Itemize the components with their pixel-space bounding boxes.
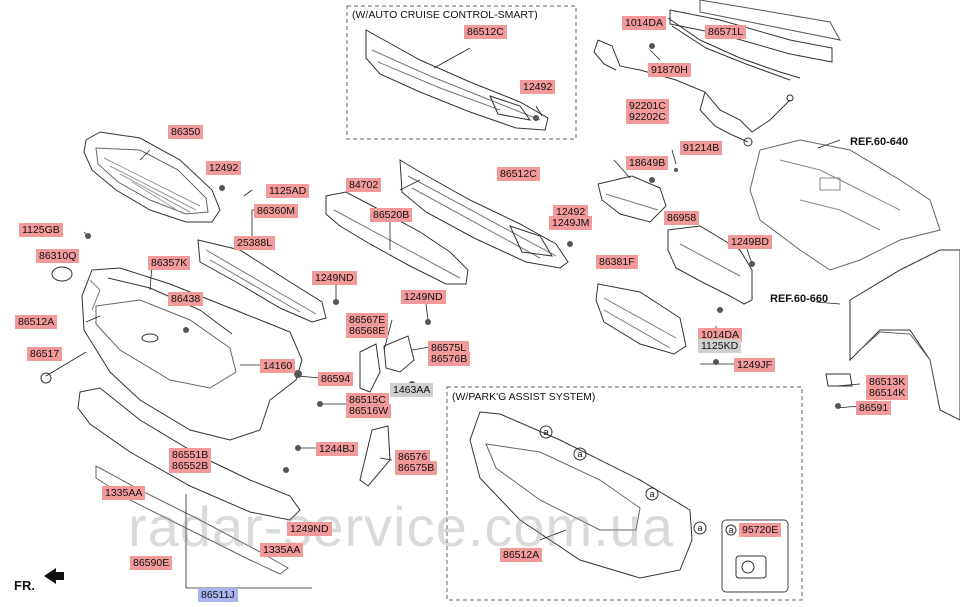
part-86512C-top[interactable]: 86512C bbox=[464, 25, 507, 39]
part-14160[interactable]: 14160 bbox=[260, 359, 296, 373]
callout-markers bbox=[539, 425, 737, 536]
part-86594[interactable]: 86594 bbox=[318, 372, 354, 386]
emblem-drawing bbox=[51, 266, 73, 282]
part-86520B[interactable]: 86520B bbox=[370, 208, 413, 222]
park-assist-bumper-drawing bbox=[469, 411, 693, 579]
part-86511J[interactable]: 86511J bbox=[198, 588, 238, 602]
front-orientation-label: FR. bbox=[14, 578, 35, 593]
part-86551B[interactable]: 86551B bbox=[169, 448, 212, 462]
part-86958[interactable]: 86958 bbox=[664, 211, 700, 225]
wiring-harness-drawing bbox=[593, 39, 794, 147]
marker-a-2: a bbox=[577, 449, 582, 459]
part-1249ND-b[interactable]: 1249ND bbox=[401, 290, 446, 304]
part-1463AA[interactable]: 1463AA bbox=[390, 383, 434, 397]
part-1335AA-a[interactable]: 1335AA bbox=[102, 486, 146, 500]
part-86360M[interactable]: 86360M bbox=[254, 204, 298, 218]
part-86512A-park[interactable]: 86512A bbox=[500, 548, 543, 562]
park-assist-option-box bbox=[446, 386, 803, 601]
radiator-grille-drawing bbox=[83, 131, 221, 223]
park-box-title: (W/PARK'G ASSIST SYSTEM) bbox=[452, 391, 596, 403]
body-frame-drawing bbox=[749, 139, 941, 271]
ref-60-640: REF.60-640 bbox=[850, 136, 909, 148]
part-12492-grille[interactable]: 12492 bbox=[206, 161, 242, 175]
radar-sensor-drawing bbox=[597, 175, 667, 223]
cruise-box-title: (W/AUTO CRUISE CONTROL-SMART) bbox=[352, 9, 538, 21]
part-86514K[interactable]: 86514K bbox=[866, 386, 909, 400]
cap-drawing bbox=[40, 372, 52, 384]
bumper-beam-drawing bbox=[667, 0, 841, 81]
part-91870H[interactable]: 91870H bbox=[648, 63, 691, 77]
part-1125GB[interactable]: 1125GB bbox=[19, 223, 63, 237]
marker-a-5: a bbox=[728, 525, 733, 535]
side-bracket-right-drawing bbox=[383, 335, 415, 373]
fasteners bbox=[85, 43, 841, 473]
marker-a-4: a bbox=[697, 523, 702, 533]
part-84702[interactable]: 84702 bbox=[346, 178, 382, 192]
side-reflector-drawing bbox=[359, 425, 391, 487]
part-86357K[interactable]: 86357K bbox=[148, 256, 191, 270]
part-86516W[interactable]: 86516W bbox=[346, 404, 392, 418]
ref-60-660: REF.60-660 bbox=[770, 293, 829, 305]
part-25388L[interactable]: 25388L bbox=[234, 236, 276, 250]
ultrasonic-sensor-drawing bbox=[735, 555, 767, 579]
part-86568E[interactable]: 86568E bbox=[346, 324, 389, 338]
part-1249JF[interactable]: 1249JF bbox=[734, 358, 776, 372]
part-86575L[interactable]: 86575L bbox=[428, 341, 470, 355]
marker-a-1: a bbox=[543, 427, 548, 437]
part-1125AD[interactable]: 1125AD bbox=[266, 184, 310, 198]
moulding-strip-drawing bbox=[107, 277, 233, 335]
part-86590E[interactable]: 86590E bbox=[130, 556, 173, 570]
watermark: radar-service.com.ua bbox=[128, 495, 674, 558]
part-86552B[interactable]: 86552B bbox=[169, 459, 212, 473]
part-86576B[interactable]: 86576B bbox=[428, 352, 471, 366]
part-86438[interactable]: 86438 bbox=[168, 292, 204, 306]
part-86310Q[interactable]: 86310Q bbox=[36, 249, 80, 263]
part-1014DA-mid[interactable]: 1014DA bbox=[698, 328, 742, 342]
part-86567E[interactable]: 86567E bbox=[346, 313, 389, 327]
part-1125KD[interactable]: 1125KD bbox=[698, 339, 742, 353]
upper-bracket-drawing bbox=[197, 239, 327, 323]
bracket-86513K-drawing bbox=[825, 373, 853, 387]
cruise-lower-grille-drawing bbox=[365, 29, 549, 131]
marker-a-3: a bbox=[649, 489, 654, 499]
part-86571L[interactable]: 86571L bbox=[705, 25, 747, 39]
part-12492-mid[interactable]: 12492 bbox=[553, 205, 589, 219]
part-86381F[interactable]: 86381F bbox=[596, 255, 638, 269]
part-86591[interactable]: 86591 bbox=[856, 401, 892, 415]
fender-drawing bbox=[849, 249, 960, 421]
front-bumper-cover-drawing bbox=[81, 267, 303, 441]
part-92201C[interactable]: 92201C bbox=[626, 99, 669, 113]
part-12492-top[interactable]: 12492 bbox=[520, 80, 556, 94]
part-86576[interactable]: 86576 bbox=[395, 450, 431, 464]
lower-grille-drawing bbox=[399, 159, 569, 269]
part-86512A-left[interactable]: 86512A bbox=[15, 315, 58, 329]
part-86517[interactable]: 86517 bbox=[27, 347, 63, 361]
part-1249BD[interactable]: 1249BD bbox=[728, 235, 772, 249]
part-1249ND-c[interactable]: 1249ND bbox=[287, 522, 332, 536]
cruise-option-box bbox=[346, 5, 577, 140]
part-1335AA-b[interactable]: 1335AA bbox=[260, 543, 304, 557]
part-86350[interactable]: 86350 bbox=[168, 125, 204, 139]
part-92202C[interactable]: 92202C bbox=[626, 110, 669, 124]
part-86513K[interactable]: 86513K bbox=[866, 375, 909, 389]
part-95720E[interactable]: 95720E bbox=[739, 523, 782, 537]
part-1014DA-top[interactable]: 1014DA bbox=[622, 16, 666, 30]
part-1249JM[interactable]: 1249JM bbox=[549, 216, 593, 230]
part-86575B[interactable]: 86575B bbox=[395, 461, 438, 475]
front-arrow-icon bbox=[44, 568, 64, 584]
part-18649B[interactable]: 18649B bbox=[626, 156, 669, 170]
part-91214B[interactable]: 91214B bbox=[680, 141, 723, 155]
part-86515C[interactable]: 86515C bbox=[346, 393, 389, 407]
part-86512C-mid[interactable]: 86512C bbox=[497, 167, 540, 181]
part-1244BJ[interactable]: 1244BJ bbox=[316, 442, 358, 456]
side-bracket-left-drawing bbox=[359, 343, 381, 393]
radar-bracket-drawing bbox=[595, 225, 753, 355]
part-1249ND-a[interactable]: 1249ND bbox=[312, 271, 357, 285]
callout-letters: a a a a a bbox=[543, 427, 733, 535]
sensor-inset-box bbox=[721, 519, 789, 593]
